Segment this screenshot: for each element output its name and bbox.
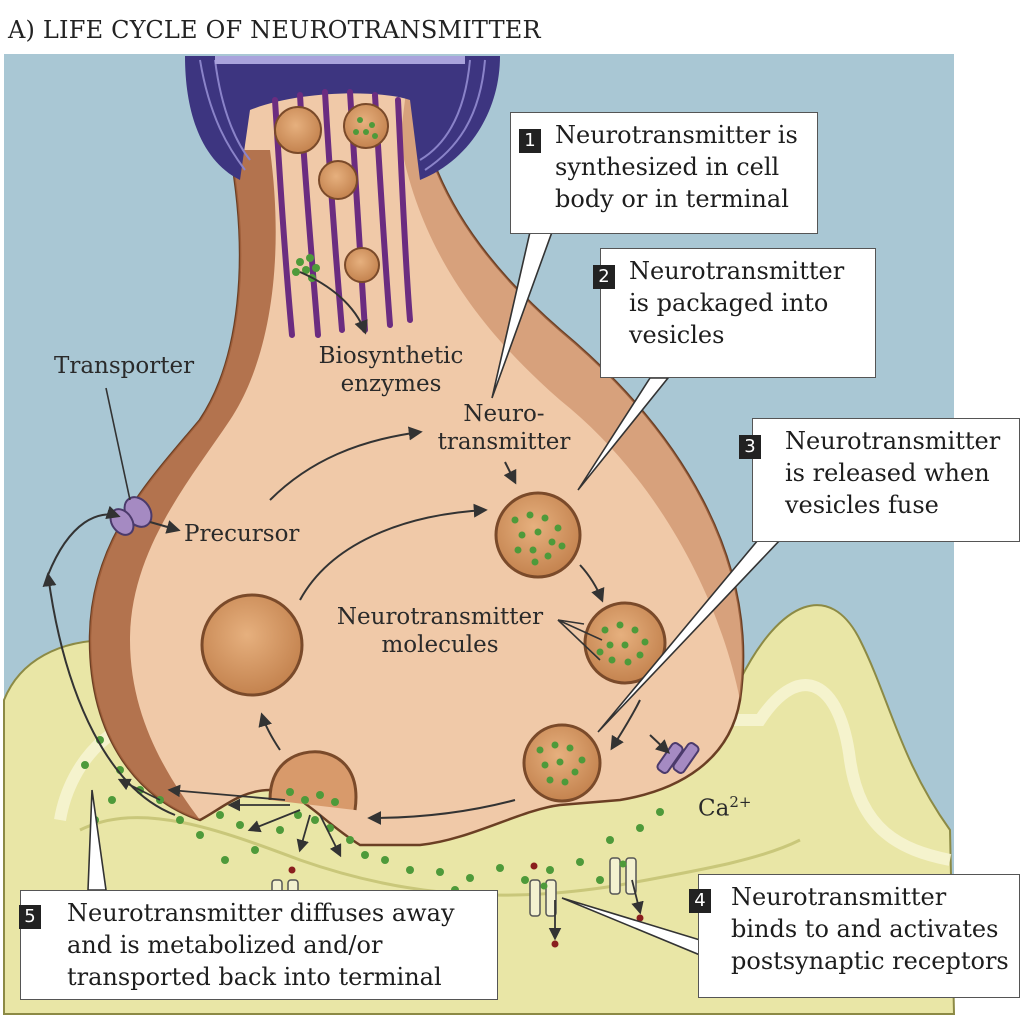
vesicle-molecules	[353, 117, 649, 786]
calcium-label: Ca2+	[698, 760, 751, 823]
step-5-number: 5	[19, 905, 41, 929]
step-2-number: 2	[593, 265, 615, 289]
molecules-label: Neurotransmitter molecules	[336, 604, 544, 658]
released-molecules	[81, 736, 664, 894]
step-1-number: 1	[519, 129, 541, 153]
terminal-shadow-right	[400, 60, 744, 700]
recycled-vesicle	[200, 593, 304, 697]
step-3-text: Neurotransmitter is released when vesicl…	[785, 427, 1001, 519]
cycle-arrows	[42, 271, 671, 825]
activated-ions	[288, 862, 644, 948]
step-4-number: 4	[689, 889, 711, 913]
enzyme-cluster	[292, 254, 320, 282]
vesicle-cycle	[200, 491, 667, 811]
calcium-charge: 2+	[729, 793, 752, 811]
step-3-number: 3	[739, 435, 761, 459]
step-4-text: Neurotransmitter binds to and activates …	[731, 883, 1009, 975]
step-1-text: Neurotransmitter is synthesized in cell …	[555, 121, 798, 213]
calcium-channel	[656, 742, 700, 774]
axonal-vesicle	[318, 160, 358, 200]
precursor-label: Precursor	[184, 521, 300, 547]
axonal-vesicle	[344, 247, 380, 283]
step-2-callout: 2 Neurotransmitter is packaged into vesi…	[593, 248, 876, 378]
biosynthetic-enzymes-label: Biosynthetic enzymes	[318, 343, 464, 397]
step-2-text: Neurotransmitter is packaged into vesicl…	[629, 257, 845, 349]
neurotransmitter-label: Neuro- transmitter	[437, 401, 571, 455]
postsynaptic-receptor	[529, 879, 557, 917]
diffusion-arrows	[117, 778, 644, 941]
calcium-symbol: Ca	[698, 795, 730, 822]
axonal-vesicle	[274, 106, 322, 154]
step-5-text: Neurotransmitter diffuses away and is me…	[67, 899, 455, 991]
step-5-callout: 5 Neurotransmitter diffuses away and is …	[19, 890, 498, 1000]
figure-title: A) LIFE CYCLE OF NEUROTRANSMITTER	[8, 16, 541, 44]
myelin-sheath	[185, 56, 500, 180]
callout-pointers	[87, 231, 782, 957]
transporter-label: Transporter	[54, 353, 195, 379]
step-1-callout: 1 Neurotransmitter is synthesized in cel…	[510, 112, 818, 234]
step-3-callout: 3 Neurotransmitter is released when vesi…	[739, 418, 1020, 542]
axonal-vesicle	[343, 103, 389, 149]
step-4-callout: 4 Neurotransmitter binds to and activate…	[689, 874, 1020, 998]
terminal-shadow	[90, 150, 276, 820]
